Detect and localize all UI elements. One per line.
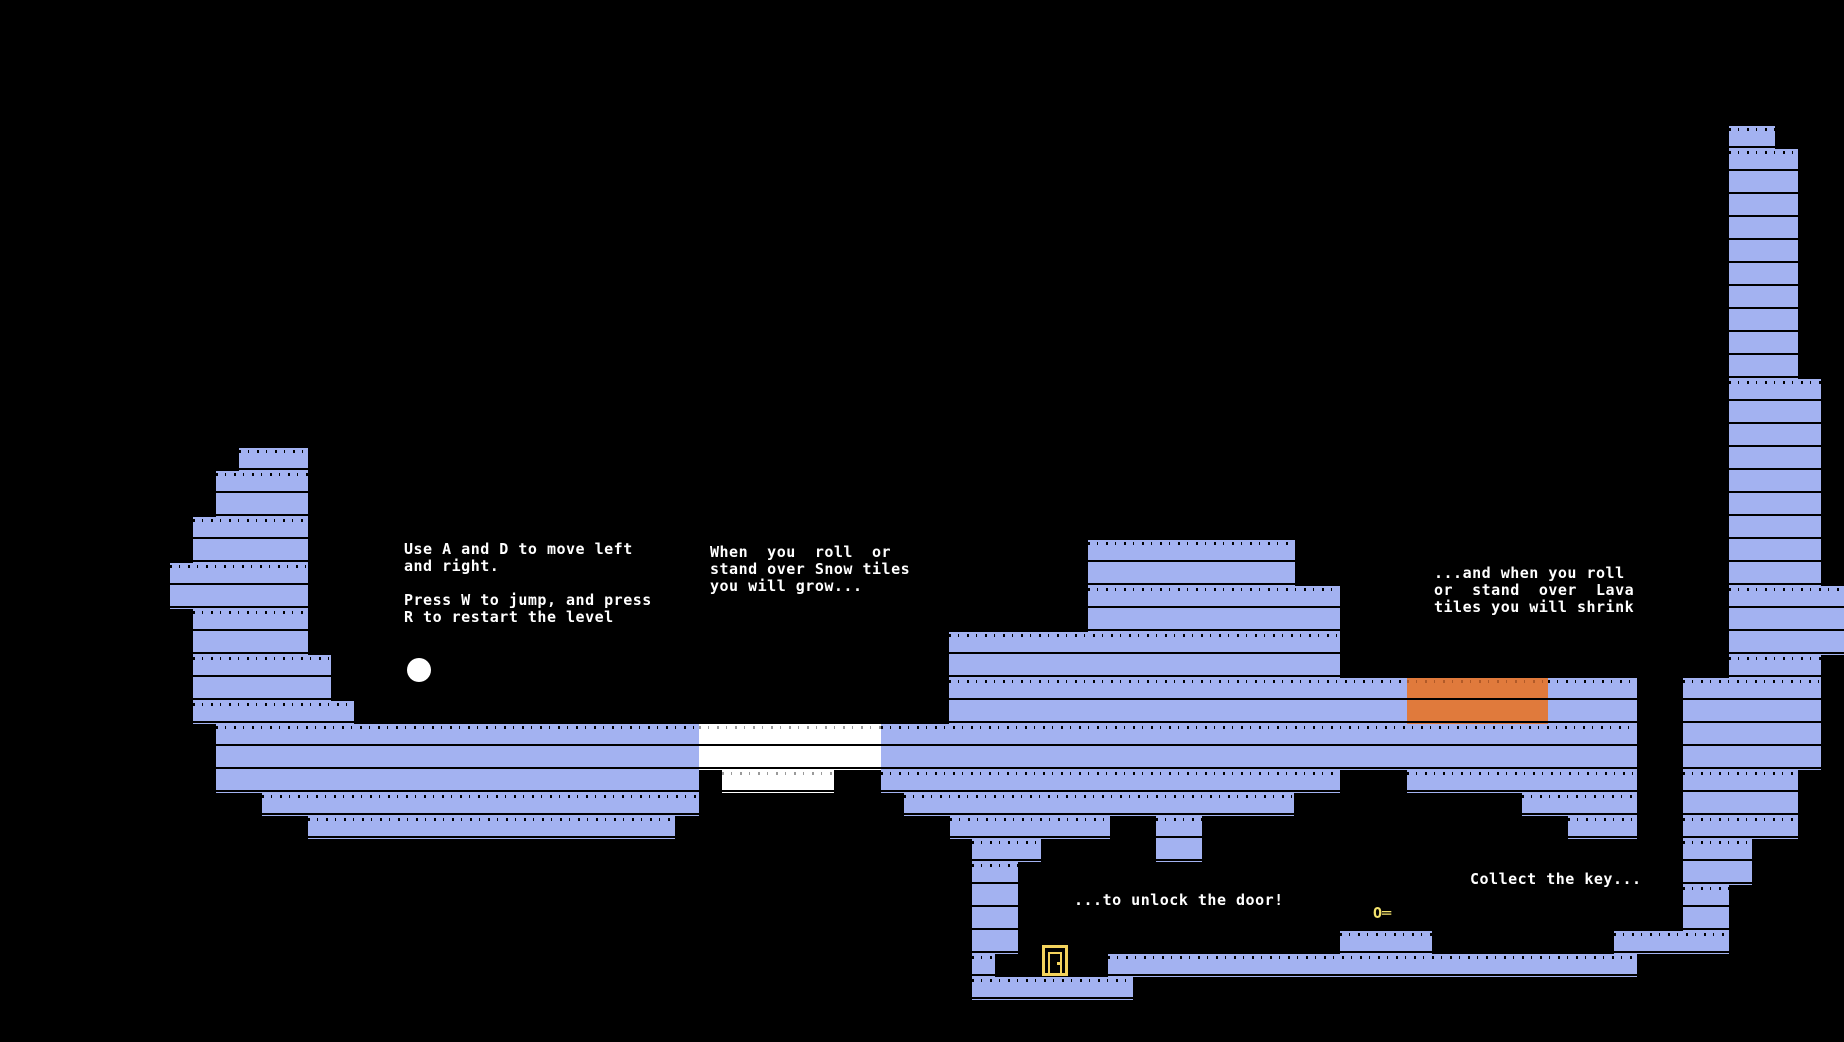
hint-lava: ...and when you roll or stand over Lava … [1434, 564, 1635, 616]
snow-tile [699, 724, 881, 770]
floor-tile [1108, 954, 1637, 977]
wall-tile [949, 632, 1340, 678]
floor-tile [216, 724, 699, 793]
floor-tile [308, 816, 675, 839]
floor-tile [881, 770, 1340, 793]
wall-tile [949, 678, 1407, 724]
wall-tile [1729, 379, 1821, 586]
hint-jump: Press W to jump, and press R to restart … [404, 591, 652, 626]
wall-tile [1683, 770, 1798, 816]
lava-tile [1407, 678, 1548, 724]
wall-tile [1683, 816, 1798, 839]
wall-tile [1088, 540, 1295, 586]
wall-tile [972, 954, 995, 977]
floor-tile [950, 816, 1110, 839]
wall-tile [1729, 655, 1821, 678]
door-icon[interactable] [1042, 945, 1068, 976]
wall-tile [193, 609, 308, 655]
wall-tile [1088, 586, 1340, 632]
floor-tile [1340, 931, 1432, 954]
wall-tile [1729, 149, 1798, 379]
key-icon[interactable]: O═ [1373, 904, 1392, 922]
floor-tile [262, 793, 699, 816]
player-ball[interactable] [407, 658, 431, 682]
wall-tile [1683, 885, 1729, 931]
wall-tile [1729, 586, 1844, 655]
hint-move: Use A and D to move left and right. [404, 540, 633, 575]
wall-tile [170, 563, 308, 609]
floor-tile [972, 977, 1133, 1000]
wall-tile [1729, 126, 1775, 149]
floor-tile [1614, 931, 1729, 954]
snow-tile [722, 770, 834, 793]
hint-door: ...to unlock the door! [1074, 891, 1284, 909]
wall-tile [216, 471, 308, 517]
floor-tile [904, 793, 1294, 816]
floor-tile [1522, 793, 1637, 816]
wall-tile [193, 701, 354, 724]
wall-tile [972, 862, 1018, 954]
floor-tile [881, 724, 1637, 770]
wall-tile [239, 448, 308, 471]
wall-tile [193, 517, 308, 563]
wall-tile [1548, 678, 1637, 724]
wall-tile [972, 839, 1041, 862]
wall-tile [193, 655, 331, 701]
hint-key: Collect the key... [1470, 870, 1642, 888]
wall-tile [1683, 678, 1821, 770]
floor-tile [1407, 770, 1637, 793]
hint-snow: When you roll or stand over Snow tiles y… [710, 543, 911, 595]
floor-tile [1156, 816, 1202, 862]
floor-tile [1568, 816, 1637, 839]
wall-tile [1683, 839, 1752, 885]
